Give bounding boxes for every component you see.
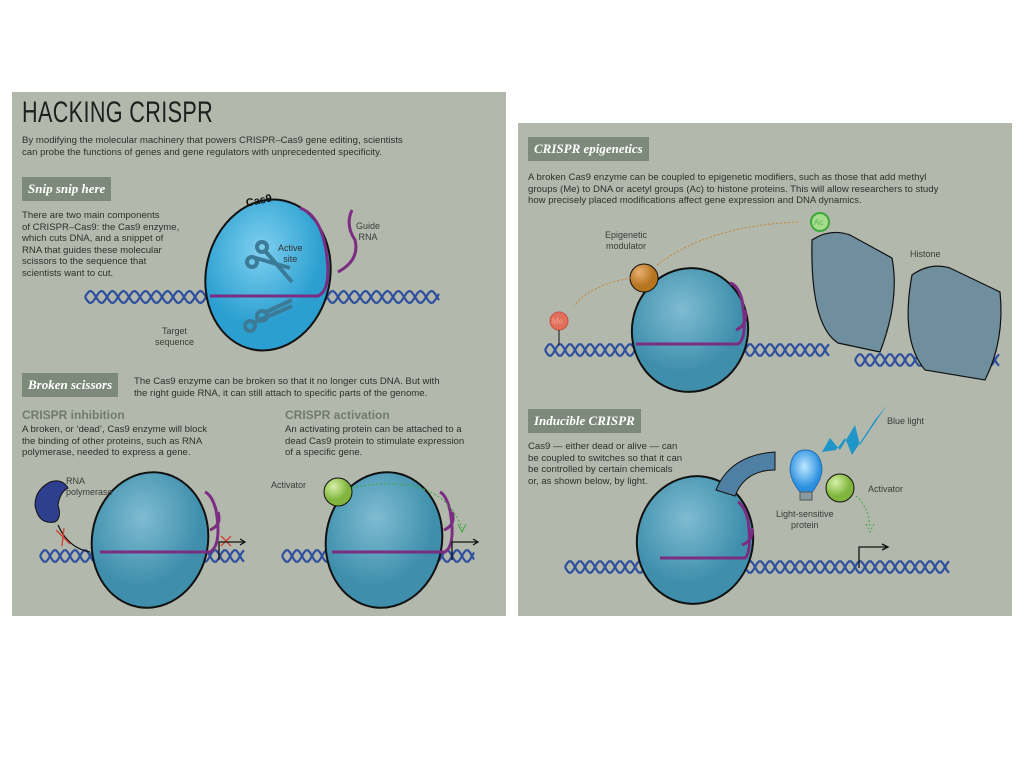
- activator-label: Activator: [271, 480, 307, 490]
- activator-icon: [825, 473, 855, 503]
- blocked-x-icon: [55, 527, 232, 547]
- line: scissors to the sequence that: [22, 256, 147, 268]
- epigenetics-text: A broken Cas9 enzyme can be coupled to e…: [528, 172, 938, 207]
- line: Target: [162, 326, 188, 336]
- blue-light-label: Blue light: [887, 416, 925, 426]
- activation-heading: CRISPR activation: [285, 408, 390, 422]
- promoter-arrow: [218, 538, 247, 560]
- lightbulb-icon: [789, 449, 823, 493]
- lightning-icon: [822, 405, 887, 455]
- histone-label: Histone: [910, 249, 941, 259]
- rna-polymerase-icon: [34, 480, 69, 523]
- me-label: Me: [552, 317, 564, 326]
- intro-line: can probe the functions of genes and gen…: [22, 146, 382, 158]
- line: the binding of other proteins, such as R…: [22, 435, 203, 447]
- section-tag-snip: Snip snip here: [22, 177, 112, 201]
- line: Guide: [356, 221, 381, 231]
- line: The Cas9 enzyme can be broken so that it…: [134, 376, 440, 387]
- dead-cas9: [324, 471, 444, 609]
- line: modulator: [606, 241, 647, 251]
- line: the right guide RNA, it can still attach…: [134, 387, 428, 399]
- inhibition-text: A broken, or ‘dead’, Cas9 enzyme will bl…: [22, 424, 207, 459]
- scissors-icon: [243, 240, 294, 333]
- epigenetic-modulator-icon: [629, 263, 659, 293]
- line: of CRISPR–Cas9: the Cas9 enzyme,: [22, 221, 180, 233]
- intro-line: By modifying the molecular machinery tha…: [22, 135, 403, 146]
- line: site: [283, 254, 298, 264]
- ac-label: Ac: [814, 218, 824, 227]
- line: A broken Cas9 enzyme can be coupled to e…: [528, 172, 927, 183]
- dna-strand: [564, 560, 950, 574]
- line: polymerase: [66, 487, 113, 497]
- line: how precisely placed modifications affec…: [528, 195, 862, 207]
- line: of a specific gene.: [285, 447, 363, 459]
- section-tag-broken: Broken scissors: [22, 373, 119, 397]
- cas9-enzyme: [204, 198, 332, 352]
- line: dead Cas9 protein to stimulate expressio…: [285, 435, 465, 447]
- line: An activating protein can be attached to…: [285, 424, 462, 435]
- activator-icon: [323, 477, 353, 507]
- activator-label: Activator: [868, 484, 904, 494]
- line: There are two main components: [22, 210, 160, 221]
- line: Cas9 — either dead or alive — can: [528, 441, 678, 452]
- page-title: HACKING CRISPR: [22, 96, 214, 129]
- line: RNA that guides these molecular: [22, 244, 162, 256]
- section-tag-inducible: Inducible CRISPR: [528, 409, 641, 433]
- guide-rna: [210, 206, 358, 298]
- line: be controlled by certain chemicals: [528, 464, 673, 476]
- section-tag-epigenetics: CRISPR epigenetics: [528, 137, 649, 161]
- activation-arrow: [351, 483, 463, 529]
- acetyl-group-icon: [810, 212, 830, 232]
- line: RNA: [358, 232, 378, 242]
- line: groups (Me) to DNA or acetyl groups (Ac)…: [528, 183, 939, 195]
- activation-text: An activating protein can be attached to…: [285, 424, 464, 459]
- inhibition-heading: CRISPR inhibition: [22, 408, 125, 422]
- intro-text: By modifying the molecular machinery tha…: [22, 135, 403, 158]
- line: RNA: [66, 476, 86, 486]
- line: be coupled to switches so that it can: [528, 452, 683, 464]
- dead-cas9: [630, 267, 750, 393]
- cas9-enzyme: [635, 475, 755, 605]
- blocked-arrow: [57, 524, 91, 553]
- line: scientists want to cut.: [22, 267, 114, 279]
- line: Active: [278, 243, 303, 253]
- line: A broken, or ‘dead’, Cas9 enzyme will bl…: [22, 424, 208, 435]
- line: sequence: [155, 337, 195, 347]
- histone-icon: [811, 231, 1002, 381]
- line: Light-sensitive: [776, 509, 834, 519]
- promoter-arrow: [451, 538, 480, 560]
- dead-cas9: [90, 471, 210, 609]
- line: protein: [791, 520, 819, 530]
- line: Epigenetic: [605, 230, 648, 240]
- broken-text: The Cas9 enzyme can be broken so that it…: [134, 376, 440, 399]
- linker-arm: [715, 451, 776, 497]
- line: or, as shown below, by light.: [528, 475, 648, 487]
- line: which cuts DNA, and a snippet of: [22, 233, 164, 245]
- line: polymerase, needed to express a gene.: [22, 447, 191, 459]
- promoter-arrow: [858, 543, 890, 568]
